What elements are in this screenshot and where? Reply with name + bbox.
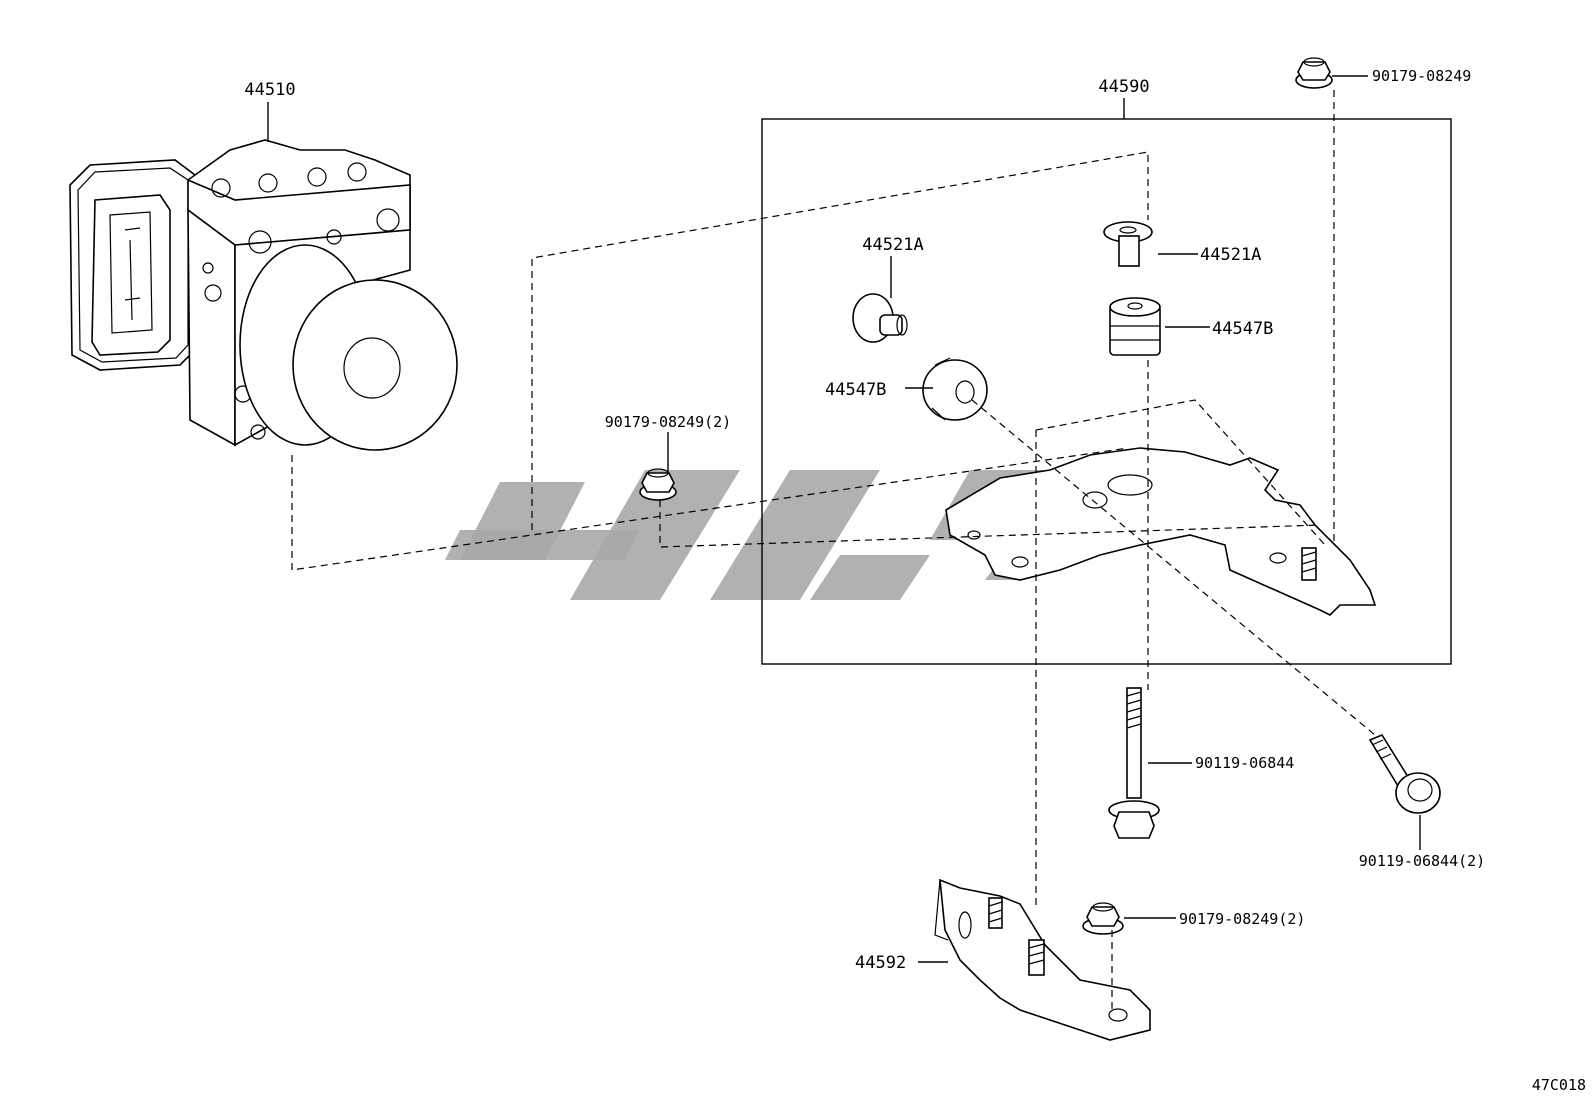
label-90119-06844-center[interactable]: 90119-06844 (1195, 754, 1294, 772)
bolt-right-part[interactable] (1368, 734, 1441, 814)
bolt-center-part[interactable] (1108, 687, 1160, 839)
cushion-a-right-part[interactable] (1103, 221, 1153, 267)
label-44510[interactable]: 44510 (244, 80, 295, 100)
label-44547b-right[interactable]: 44547B (1212, 319, 1273, 339)
lower-bracket-part[interactable] (934, 878, 1151, 1041)
label-90179-08249-top[interactable]: 90179-08249 (1372, 67, 1471, 85)
label-90179-08249-bottom[interactable]: 90179-08249(2) (1179, 910, 1305, 928)
leader-lines (267, 75, 1421, 963)
label-44521a-right[interactable]: 44521A (1200, 245, 1261, 265)
upper-bracket-part[interactable] (945, 447, 1377, 616)
cushion-b-right-part[interactable] (1109, 297, 1161, 356)
nut-left-part[interactable] (639, 468, 677, 501)
label-44592[interactable]: 44592 (855, 953, 906, 973)
nut-bottom-part[interactable] (1082, 902, 1124, 935)
cushion-b-left-part[interactable] (922, 357, 988, 421)
label-44590[interactable]: 44590 (1098, 77, 1149, 97)
label-90179-08249-left[interactable]: 90179-08249(2) (605, 413, 731, 431)
nut-top-right-part[interactable] (1295, 57, 1333, 89)
assembly-guide-lines (291, 90, 1376, 1010)
label-44521a-left[interactable]: 44521A (862, 235, 923, 255)
illustration-code: 47C018 (1532, 1076, 1586, 1094)
abs-actuator-part[interactable] (69, 139, 458, 451)
label-90119-06844-right[interactable]: 90119-06844(2) (1359, 852, 1485, 870)
bracket-assembly-frame[interactable] (761, 118, 1452, 665)
label-44547b-left[interactable]: 44547B (825, 380, 886, 400)
cushion-a-left-part[interactable] (852, 293, 908, 343)
